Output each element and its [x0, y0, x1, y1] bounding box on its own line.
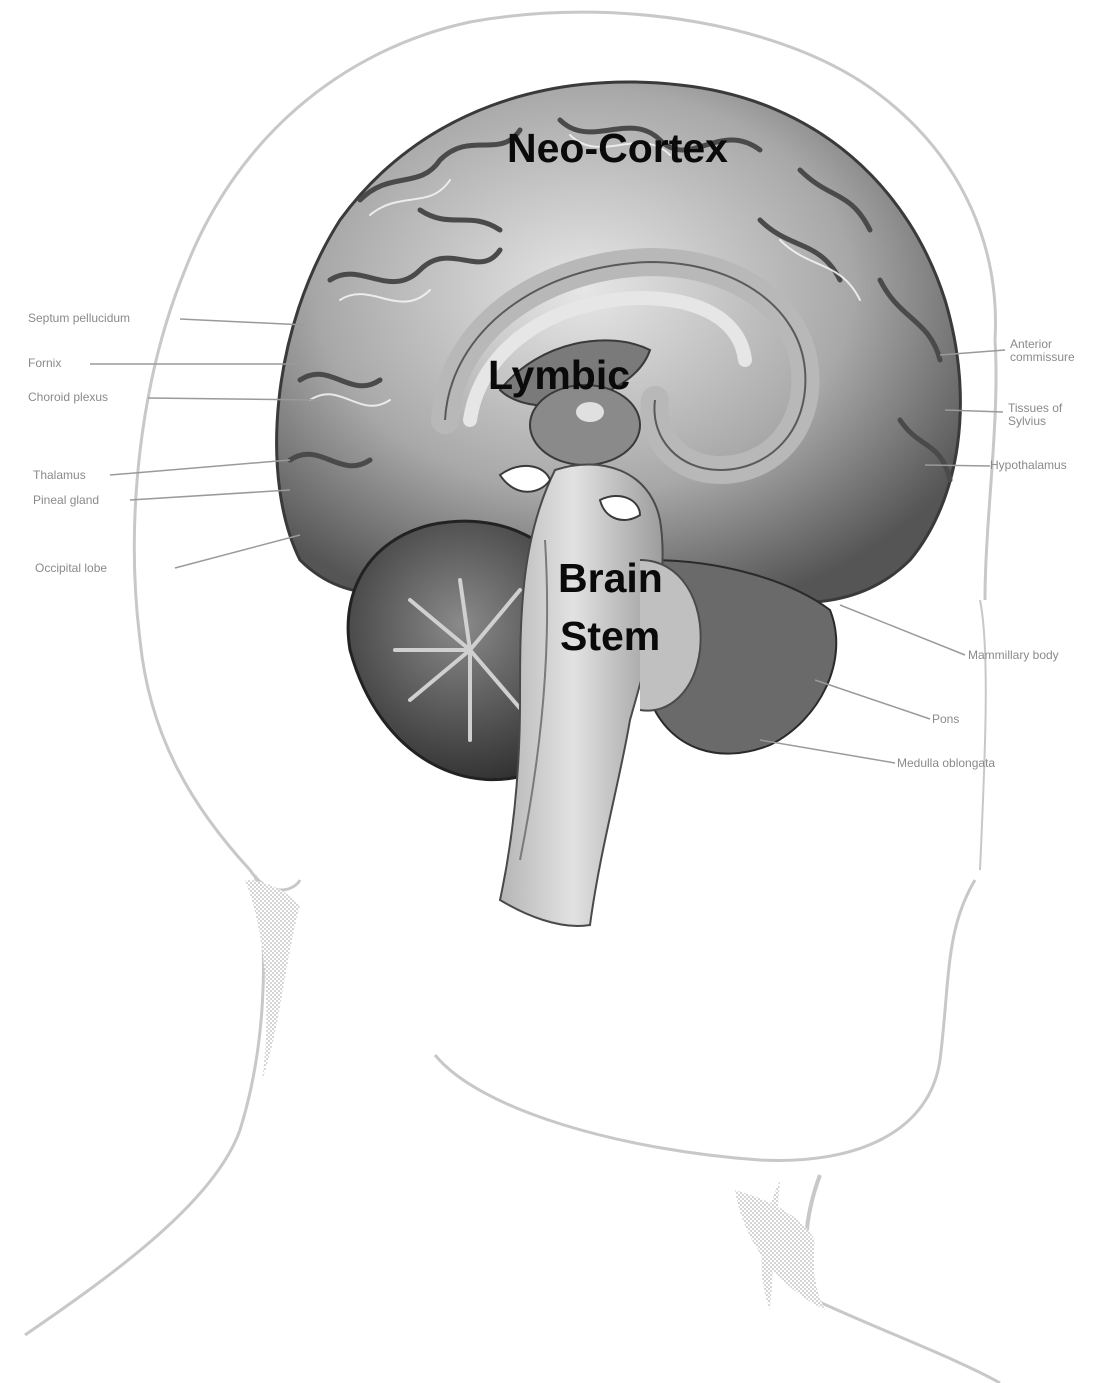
neocortex-label: Neo-Cortex	[507, 128, 728, 169]
brainstem-label-line1: Brain	[558, 558, 663, 599]
callout-septum-pellucidum: Septum pellucidum	[28, 312, 130, 325]
callout-medulla-oblongata: Medulla oblongata	[897, 757, 995, 770]
callout-mammillary-body: Mammillary body	[968, 649, 1059, 662]
brainstem-label-line2: Stem	[560, 616, 660, 657]
callout-choroid-plexus: Choroid plexus	[28, 391, 108, 404]
callout-anterior-commissure: Anterior commissure	[1010, 338, 1105, 363]
callout-pons: Pons	[932, 713, 959, 726]
callout-hypothalamus: Hypothalamus	[990, 459, 1067, 472]
brain-body	[277, 82, 961, 926]
callout-fornix: Fornix	[28, 357, 61, 370]
callout-pineal-gland: Pineal gland	[33, 494, 99, 507]
limbic-label: Lymbic	[488, 355, 630, 396]
callout-occipital-lobe: Occipital lobe	[35, 562, 107, 575]
callout-thalamus: Thalamus	[33, 469, 86, 482]
callout-tissues-of-sylvius: Tissues of Sylvius	[1008, 402, 1103, 427]
